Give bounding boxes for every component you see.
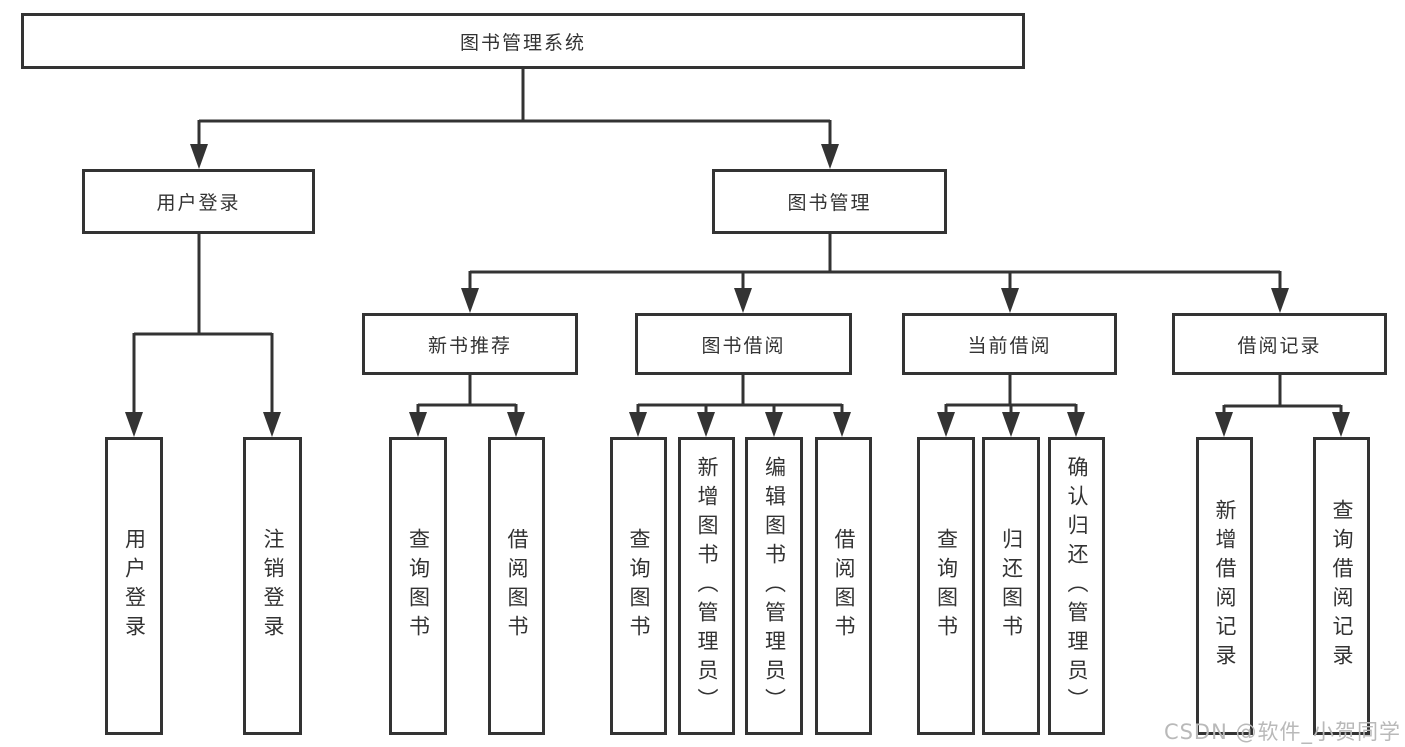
node-new-book-recommend: 新书推荐 [362,313,578,375]
leaf-logout-label: 注销登录 [261,528,286,644]
node-borrowing-records: 借阅记录 [1172,313,1387,375]
connector-strokes [132,68,1343,414]
node-borrowing-records-label: 借阅记录 [1237,334,1322,357]
leaf-records-query-record-label: 查询借阅记录 [1330,499,1355,673]
arrowheads [125,144,1350,437]
leaf-current-query-books: 查询图书 [917,437,975,735]
leaf-recommend-borrow-books: 借阅图书 [488,437,545,735]
leaf-user-login: 用户登录 [105,437,163,735]
leaf-borrowing-borrow-books: 借阅图书 [815,437,872,735]
leaf-borrowing-borrow-books-label: 借阅图书 [832,528,857,644]
node-user-login: 用户登录 [82,169,315,234]
leaf-current-return-books: 归还图书 [982,437,1040,735]
leaf-borrowing-query-books: 查询图书 [610,437,667,735]
leaf-borrowing-query-books-label: 查询图书 [627,528,652,644]
leaf-borrowing-add-books-admin-label: 新增图书（管理员） [695,455,720,717]
node-book-borrowing: 图书借阅 [635,313,852,375]
node-book-management-label: 图书管理 [787,192,872,214]
node-book-management: 图书管理 [712,169,947,234]
leaf-borrowing-add-books-admin: 新增图书（管理员） [678,437,735,735]
leaf-borrowing-edit-books-admin-label: 编辑图书（管理员） [762,455,787,717]
leaf-recommend-borrow-books-label: 借阅图书 [505,528,530,644]
leaf-recommend-query-books: 查询图书 [389,437,447,735]
leaf-borrowing-edit-books-admin: 编辑图书（管理员） [745,437,803,735]
node-root-label: 图书管理系统 [459,31,586,54]
leaf-logout: 注销登录 [243,437,302,735]
node-new-book-recommend-label: 新书推荐 [427,334,512,357]
leaf-records-add-record: 新增借阅记录 [1196,437,1253,735]
node-current-borrowing: 当前借阅 [902,313,1117,375]
csdn-watermark: CSDN @软件_小贺同学 [1163,720,1401,744]
node-book-borrowing-label: 图书借阅 [701,334,786,357]
leaf-recommend-query-books-label: 查询图书 [406,528,431,644]
leaf-records-add-record-label: 新增借阅记录 [1213,499,1238,673]
node-user-login-label: 用户登录 [156,192,241,214]
leaf-current-query-books-label: 查询图书 [934,528,959,644]
node-root: 图书管理系统 [21,13,1025,69]
node-current-borrowing-label: 当前借阅 [967,334,1052,357]
leaf-current-confirm-return-admin: 确认归还（管理员） [1048,437,1105,735]
leaf-current-return-books-label: 归还图书 [999,528,1024,644]
leaf-records-query-record: 查询借阅记录 [1313,437,1370,735]
leaf-current-confirm-return-admin-label: 确认归还（管理员） [1065,455,1090,717]
leaf-user-login-label: 用户登录 [122,528,147,644]
